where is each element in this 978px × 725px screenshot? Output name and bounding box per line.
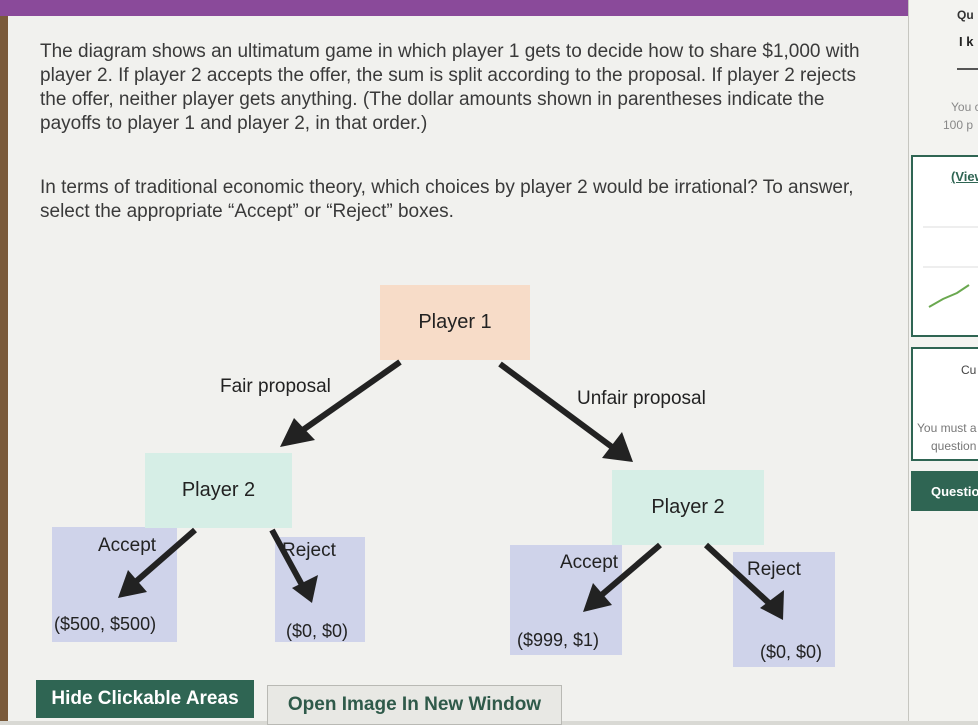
- player2-right-box: Player 2: [612, 470, 764, 545]
- panel-note-1: You c: [951, 100, 978, 114]
- player2-left-box: Player 2: [145, 453, 292, 528]
- view-link[interactable]: (View: [951, 169, 978, 184]
- must-note-1: You must a: [917, 421, 977, 435]
- cu-label: Cu: [961, 363, 977, 377]
- payoff-unfair-accept: ($999, $1): [517, 630, 600, 650]
- question-instruction: In terms of traditional economic theory,…: [40, 177, 854, 222]
- fair-reject-label: Reject: [282, 540, 336, 561]
- top-bar: [0, 0, 935, 16]
- right-side-panel: Qu I k You c 100 p (View Cu You must a q…: [908, 0, 978, 721]
- panel-note-2: 100 p: [943, 118, 974, 132]
- window-edge: [0, 16, 8, 721]
- player1-box: Player 1: [380, 285, 530, 360]
- question-button[interactable]: Questio: [911, 471, 978, 511]
- hide-clickable-areas-button[interactable]: Hide Clickable Areas: [36, 680, 254, 718]
- panel-top-label: Qu: [957, 8, 974, 22]
- payoff-fair-accept: ($500, $500): [54, 614, 157, 634]
- cu-card: Cu You must a question: [911, 347, 978, 461]
- panel-heading: I k: [959, 34, 974, 49]
- panel-divider: [957, 68, 978, 70]
- progress-graph: [923, 226, 978, 308]
- payoff-fair-reject: ($0, $0): [286, 621, 349, 641]
- must-note-2: question: [931, 439, 977, 453]
- unfair-proposal-label: Unfair proposal: [577, 388, 706, 409]
- fair-accept-label: Accept: [98, 535, 157, 556]
- question-text: The diagram shows an ultimatum game in w…: [40, 41, 860, 134]
- open-image-button[interactable]: Open Image In New Window: [267, 685, 562, 725]
- unfair-reject-label: Reject: [747, 559, 801, 580]
- payoff-unfair-reject: ($0, $0): [760, 642, 823, 662]
- fair-proposal-label: Fair proposal: [220, 376, 331, 397]
- progress-card: (View: [911, 155, 978, 337]
- unfair-accept-label: Accept: [560, 552, 619, 573]
